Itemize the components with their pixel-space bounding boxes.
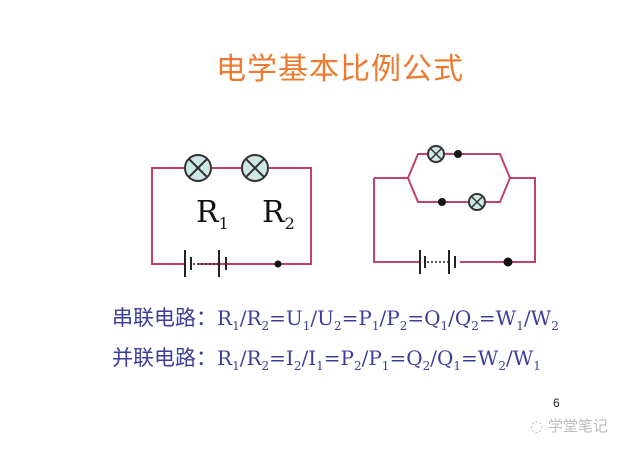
formula-subscript: 1 (440, 319, 449, 333)
formula-subscript: 2 (422, 359, 431, 373)
formula-term: /W (505, 346, 534, 370)
wechat-icon: ◌ (530, 417, 548, 435)
formula-term: =W (461, 346, 499, 370)
formula-term: /Q (430, 346, 454, 370)
formula-subscript: 2 (471, 319, 479, 333)
formula-term: /P (361, 346, 382, 370)
formula-subscript: 2 (261, 359, 270, 373)
formula-term: =W (478, 306, 517, 330)
parallel-lamp-2 (468, 193, 486, 211)
formula-term: R (217, 346, 233, 370)
series-battery (184, 250, 227, 277)
formula-term: /W (523, 306, 552, 330)
formula-term: /R (239, 346, 262, 370)
formula-term: =P (341, 306, 372, 330)
formula-term: =Q (407, 306, 441, 330)
series-node (274, 260, 282, 268)
parallel-circuit (373, 153, 536, 263)
formula-term: =U (269, 306, 303, 330)
series-lamp-1 (184, 154, 212, 182)
series-lamp-2 (241, 154, 269, 182)
formula-subscript: 2 (293, 359, 302, 373)
formula-subscript: 2 (261, 319, 270, 333)
formula-subscript: 2 (498, 359, 506, 373)
formula-subscript: 1 (453, 359, 462, 373)
parallel-lamp-1 (427, 145, 445, 163)
parallel-battery (419, 250, 456, 274)
parallel-formula: 并联电路：R1/R2=I2/I1=P2/P1=Q2/Q1=W2/W1 (112, 346, 541, 373)
formula-term: =I (269, 346, 294, 370)
formula-subscript: 1 (302, 319, 311, 333)
formula-term: R (217, 306, 233, 330)
formula-subscript: 1 (516, 319, 524, 333)
formula-term: /Q (448, 306, 472, 330)
r1-label: R1 (196, 195, 229, 233)
formula-term: =P (323, 346, 354, 370)
formula-subscript: 1 (533, 359, 541, 373)
formula-term: =Q (389, 346, 423, 370)
formula-subscript: 1 (232, 359, 240, 373)
formula-subscript: 1 (371, 319, 380, 333)
watermark: ◌ 学堂笔记 (530, 417, 608, 435)
page-number: 6 (553, 396, 560, 410)
formula-term: /P (379, 306, 400, 330)
formula-subscript: 1 (316, 359, 324, 373)
formula-term: /I (301, 346, 317, 370)
formula-term: /R (239, 306, 262, 330)
formula-subscript: 1 (381, 359, 390, 373)
r2-label: R2 (262, 195, 295, 233)
formula-subscript: 2 (551, 319, 559, 333)
formula-subscript: 2 (334, 319, 342, 333)
page-title: 电学基本比例公式 (216, 52, 464, 87)
series-formula: 串联电路：R1/R2=U1/U2=P1/P2=Q1/Q2=W1/W2 (112, 306, 559, 333)
formula-subscript: 2 (399, 319, 408, 333)
formula-term: /U (310, 306, 334, 330)
formula-subscript: 1 (232, 319, 240, 333)
formula-subscript: 2 (353, 359, 362, 373)
